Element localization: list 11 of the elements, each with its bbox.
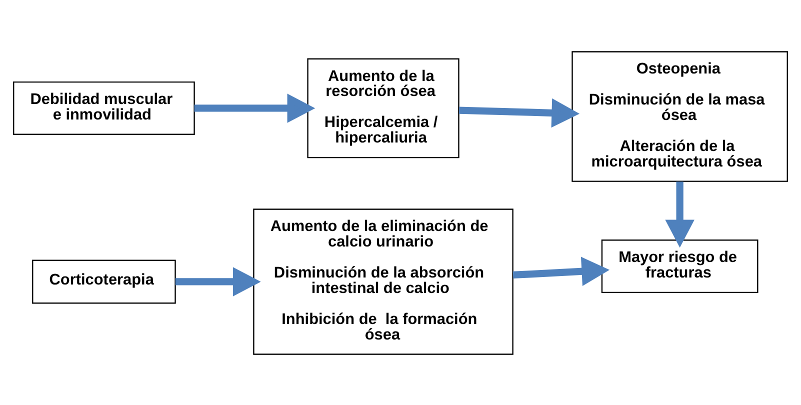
node-box: Corticoterapia xyxy=(32,259,176,304)
arrow xyxy=(665,181,694,248)
node-box: Debilidad muscular e inmovilidad xyxy=(13,80,195,134)
node-box: Aumento de la resorción ósea Hipercalcemia / hipercaliuria xyxy=(307,58,460,158)
node-box: Osteopenia Disminución de la masa ósea Alteración de la microarquitectura ósea xyxy=(572,50,788,182)
arrow xyxy=(458,98,580,128)
arrow xyxy=(512,256,610,286)
arrow xyxy=(194,93,316,122)
arrow xyxy=(175,266,261,296)
node-box: Aumento de la eliminación de calcio urinario Disminución de la absorción intestinal de calcio Inhibición de la formación ósea xyxy=(253,208,514,354)
node-box: Mayor riesgo de fracturas xyxy=(601,239,758,293)
